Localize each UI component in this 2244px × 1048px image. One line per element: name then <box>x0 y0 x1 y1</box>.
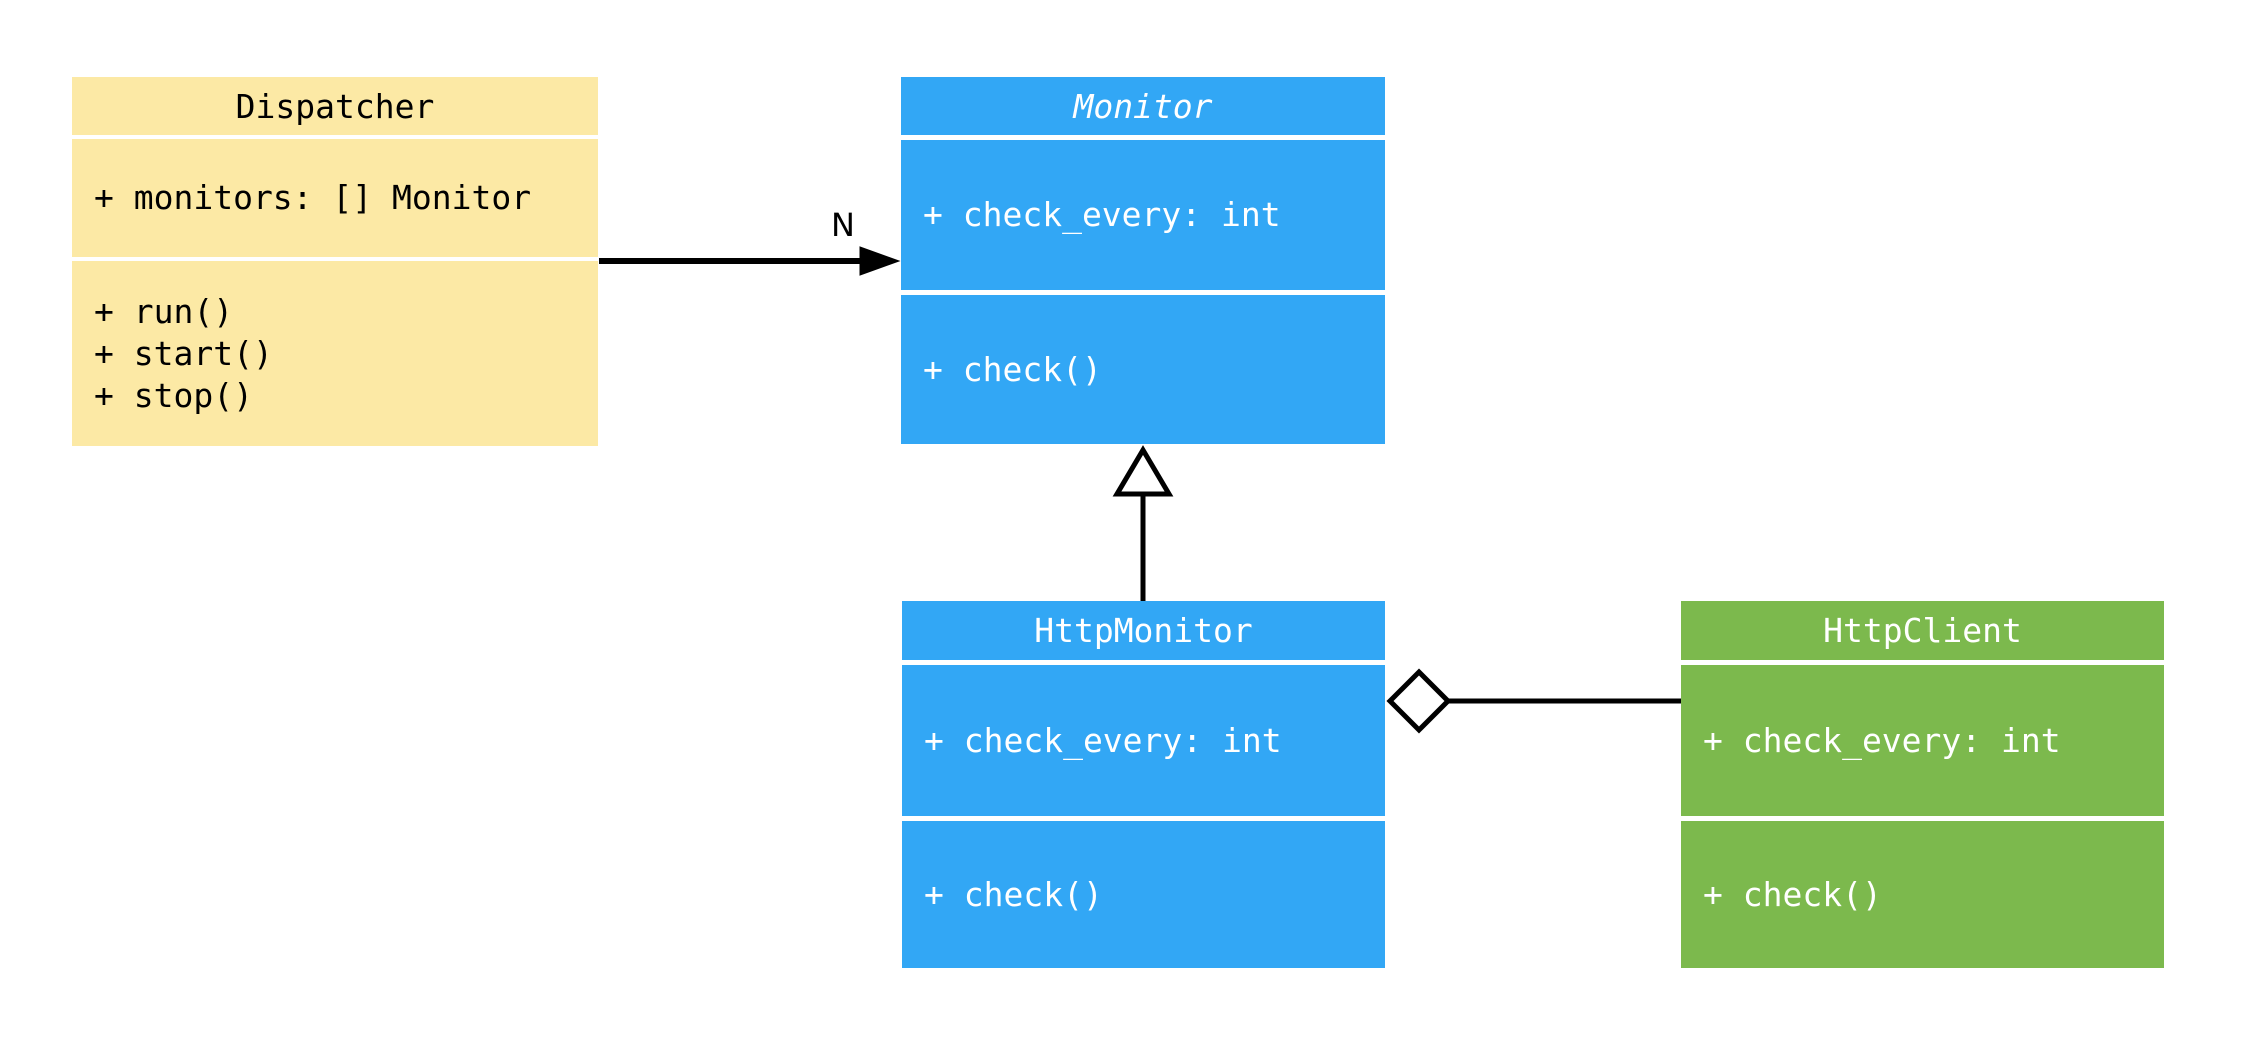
attribute-item: + check_every: int <box>1703 720 2061 760</box>
inheritance-triangle-icon <box>1112 445 1174 497</box>
class-box-monitor: Monitor + check_every: int + check() <box>901 77 1385 444</box>
class-title-httpmonitor: HttpMonitor <box>902 601 1385 660</box>
method-item: + stop() <box>94 375 253 415</box>
class-box-dispatcher: Dispatcher + monitors: [] Monitor + run(… <box>72 77 598 446</box>
method-item: + check() <box>1703 874 1882 914</box>
class-box-httpclient: HttpClient + check_every: int + check() <box>1681 601 2164 968</box>
class-title-httpclient: HttpClient <box>1681 601 2164 660</box>
association-arrowhead-icon <box>859 246 901 276</box>
class-box-httpmonitor: HttpMonitor + check_every: int + check() <box>902 601 1385 968</box>
method-item: + check() <box>923 349 1102 389</box>
aggregation-httpmonitor-httpclient <box>1386 668 1681 734</box>
association-dispatcher-monitor <box>599 246 901 276</box>
attribute-item: + check_every: int <box>923 195 1281 234</box>
class-attributes-httpclient: + check_every: int <box>1681 665 2164 816</box>
class-methods-dispatcher: + run() + start() + stop() <box>72 261 598 446</box>
class-title-dispatcher: Dispatcher <box>72 77 598 135</box>
association-multiplicity-label: N <box>831 206 855 244</box>
method-item: + start() <box>94 333 273 373</box>
class-methods-httpmonitor: + check() <box>902 821 1385 968</box>
class-title-monitor: Monitor <box>901 77 1385 135</box>
inheritance-httpmonitor-monitor <box>1112 445 1174 601</box>
aggregation-diamond-icon <box>1386 668 1452 734</box>
class-methods-monitor: + check() <box>901 295 1385 444</box>
attribute-item: + monitors: [] Monitor <box>94 178 532 217</box>
method-item: + run() <box>94 291 234 331</box>
class-methods-httpclient: + check() <box>1681 821 2164 968</box>
class-attributes-httpmonitor: + check_every: int <box>902 665 1385 816</box>
method-item: + check() <box>924 874 1103 914</box>
class-attributes-dispatcher: + monitors: [] Monitor <box>72 139 598 257</box>
class-attributes-monitor: + check_every: int <box>901 140 1385 290</box>
attribute-item: + check_every: int <box>924 720 1282 760</box>
